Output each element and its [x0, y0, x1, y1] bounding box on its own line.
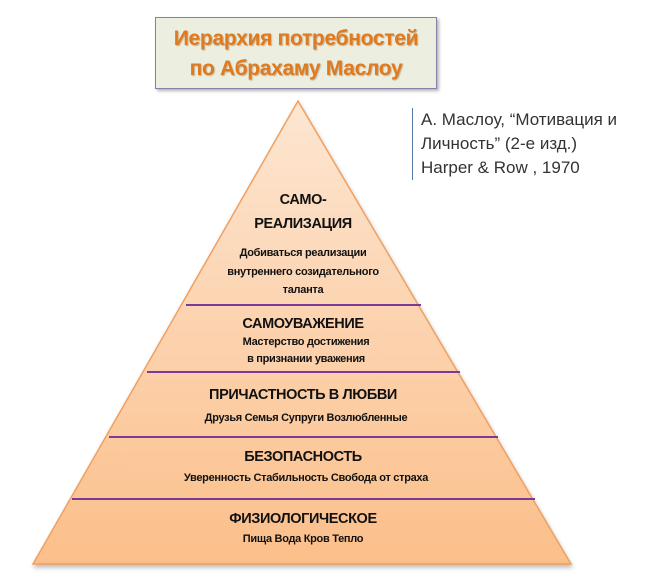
title-line-1: Иерархия потребностей — [173, 27, 419, 50]
title-box: Иерархия потребностей по Абрахаму Маслоу — [155, 17, 437, 89]
level-1-desc: Пища Вода Кров Тепло — [242, 533, 364, 545]
level-4-desc-1: Мастерство достижения — [242, 336, 370, 348]
citation: А. Маслоу, “Мотивация и Личность” (2-е и… — [412, 108, 617, 180]
level-4-heading: САМОУВАЖЕНИЕ — [242, 316, 364, 332]
level-3-heading: ПРИЧАСТНОСТЬ В ЛЮБВИ — [209, 387, 397, 403]
level-5-heading-2: РЕАЛИЗАЦИЯ — [254, 216, 352, 232]
level-5-heading-1: САМО- — [279, 192, 327, 208]
citation-line-3: Harper & Row , 1970 — [421, 158, 580, 177]
citation-line-1: А. Маслоу, “Мотивация и — [421, 110, 618, 129]
level-2-heading: БЕЗОПАСНОСТЬ — [244, 449, 362, 465]
level-3-desc: Друзья Семья Супруги Возлюбленные — [204, 412, 408, 424]
level-5-desc-2: внутреннего созидательного — [227, 266, 379, 278]
level-4-desc-2: в признании уважения — [247, 353, 365, 365]
level-1-heading: ФИЗИОЛОГИЧЕСКОЕ — [229, 511, 377, 527]
title-line-2: по Абрахаму Маслоу — [189, 57, 403, 80]
level-5-desc-3: таланта — [282, 284, 324, 296]
citation-line-2: Личность” (2-е изд.) — [421, 134, 578, 153]
level-5-desc-1: Добиваться реализации — [239, 247, 367, 259]
pyramid-shape — [31, 99, 573, 565]
level-2-desc: Уверенность Стабильность Свобода от стра… — [183, 472, 429, 484]
